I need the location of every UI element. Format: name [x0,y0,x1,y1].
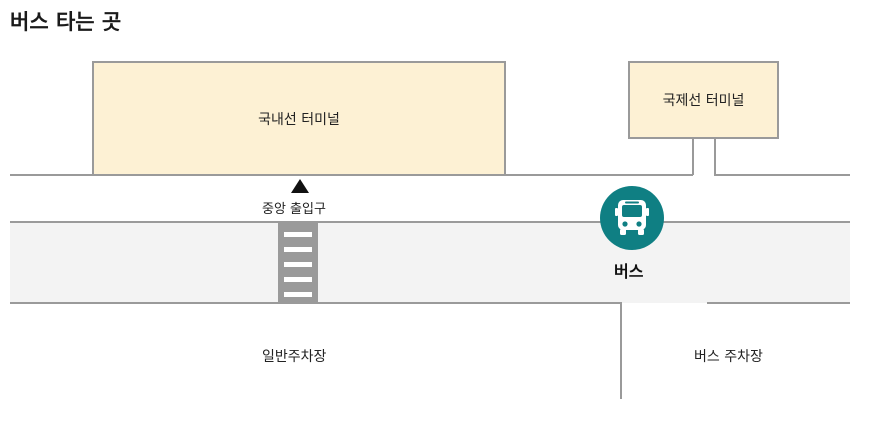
crosswalk-stripe [284,247,312,252]
intl-connector-right [714,139,716,175]
international-terminal: 국제선 터미널 [628,61,779,139]
road-bottom-edge-left [10,302,622,304]
crosswalk-stripe [284,292,312,297]
building-front-line [10,174,693,176]
intl-connector-left [692,139,694,175]
bus-stop-label: 버스 [614,262,644,281]
domestic-terminal-label: 국내선 터미널 [258,111,340,128]
entrance-arrow-icon [291,179,309,193]
international-terminal-label: 국제선 터미널 [662,93,745,109]
crosswalk-stripe [284,232,312,237]
entrance-label: 중앙 출입구 [262,202,326,217]
crosswalk [278,222,318,303]
crosswalk-stripe [284,262,312,267]
crosswalk-stripe [284,277,312,282]
domestic-terminal: 국내선 터미널 [92,61,506,176]
bus-icon [615,200,649,235]
bus-parking-label: 버스 주차장 [694,349,763,365]
parking-divider [620,303,622,399]
road-bottom-edge-right [707,302,850,304]
page-title: 버스 타는 곳 [10,10,122,34]
general-parking-label: 일반주차장 [262,349,327,365]
bus-stop-marker[interactable] [600,186,664,250]
building-front-line-right [714,174,850,176]
road-top-edge [10,221,850,223]
road [10,222,850,303]
